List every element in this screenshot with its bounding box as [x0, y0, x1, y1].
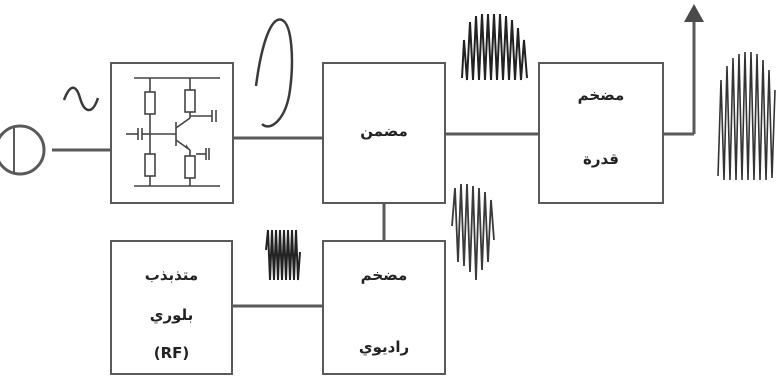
modulator-label: مضمن: [360, 122, 408, 140]
crystal-oscillator-block: متذبذب بلوري (RF): [110, 240, 233, 375]
audio-signal-wave: [62, 86, 100, 112]
radio-amplifier-label-line1: مضخم: [360, 266, 408, 284]
radio-amplifier-label-line2: راديوي: [358, 338, 410, 356]
power-amplifier-block: مضخم قدرة: [538, 62, 664, 204]
modulated-wave: [461, 13, 528, 81]
audio-preamplifier-block: [110, 62, 234, 204]
crystal-oscillator-label-line3: (RF): [153, 344, 190, 362]
modulator-block: مضمن: [322, 62, 446, 204]
power-amplifier-label-line2: قدرة: [583, 150, 619, 168]
crystal-oscillator-label-line2: بلوري: [149, 306, 194, 324]
crystal-oscillator-label-line1: متذبذب: [144, 266, 199, 284]
rf-carrier-wave: [265, 229, 301, 281]
transistor-amplifier-schematic-icon: [126, 77, 220, 187]
radio-amplifier-block: مضخم راديوي: [322, 240, 446, 375]
power-amplifier-label-line1: مضخم: [577, 86, 625, 104]
antenna-icon: [684, 4, 704, 22]
amplified-modulated-output-wave: [717, 51, 776, 181]
amplified-audio-wave: [254, 18, 294, 128]
microphone-icon: [0, 124, 46, 176]
amplified-rf-wave: [451, 183, 495, 281]
